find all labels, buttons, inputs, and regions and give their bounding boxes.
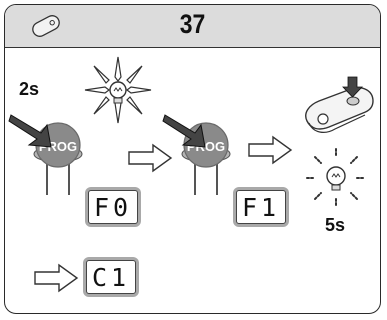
next-step-arrow-1 <box>128 143 173 173</box>
display-f0-text: F0 <box>88 190 138 224</box>
press-duration-label: 2s <box>19 79 40 99</box>
press-arrow-1-icon <box>8 114 52 148</box>
display-f1: F1 <box>233 187 289 227</box>
blink-duration-label: 5s <box>325 215 346 235</box>
remote-control-icon <box>305 76 374 133</box>
blinking-light-icon <box>306 148 366 208</box>
display-f1-text: F1 <box>236 190 286 224</box>
next-step-arrow-3 <box>34 263 79 293</box>
press-arrow-2-icon <box>162 114 206 148</box>
page-number: 37 <box>179 9 206 39</box>
header-bar: 37 <box>5 5 380 48</box>
light-burst-icon <box>84 56 152 124</box>
display-f0: F0 <box>85 187 141 227</box>
next-step-arrow-2 <box>248 135 293 165</box>
remote-control-icon <box>32 15 60 37</box>
display-c1: C1 <box>83 257 139 297</box>
instruction-card: 37 2s PROG <box>4 4 381 314</box>
display-c1-text: C1 <box>86 260 136 294</box>
